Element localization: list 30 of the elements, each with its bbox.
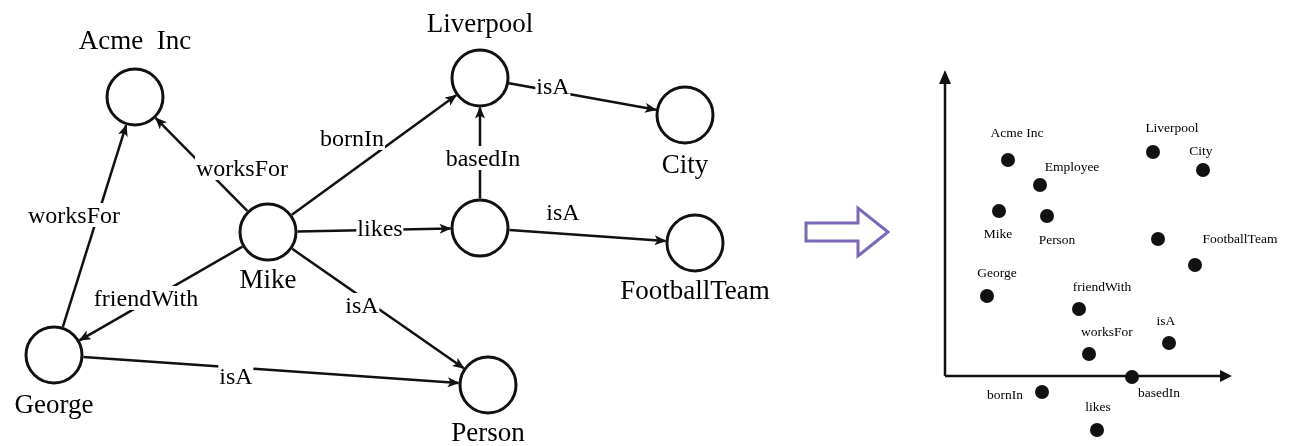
node-label: FootballTeam — [620, 277, 770, 304]
point-label: George — [977, 266, 1017, 280]
edge-label: worksFor — [27, 203, 121, 227]
node-label: City — [661, 151, 709, 178]
edge-label: friendWith — [92, 286, 200, 310]
point-label: worksFor — [1081, 325, 1133, 339]
node-label: Mike — [239, 266, 297, 293]
point-label: FootballTeam — [1202, 232, 1278, 246]
arrow — [509, 228, 667, 246]
point-label: Liverpool — [1145, 121, 1199, 135]
point-label: Mike — [983, 227, 1013, 241]
point-label: Person — [1038, 233, 1076, 247]
point-label: Employee — [1044, 160, 1100, 174]
node-label: George — [14, 391, 94, 418]
node-label: Acme Inc — [78, 27, 192, 54]
arrow — [61, 124, 128, 328]
edge-label: worksFor — [195, 156, 289, 180]
point-label: Acme Inc — [990, 126, 1044, 140]
edge-label: basedIn — [444, 146, 522, 170]
arrow — [291, 247, 465, 370]
arrow — [83, 355, 460, 388]
point-label: likes — [1085, 400, 1111, 414]
node-label: Liverpool — [426, 10, 534, 37]
point-label: basedIn — [1138, 386, 1180, 400]
point-label: bornIn — [987, 388, 1023, 402]
point-label: isA — [1156, 314, 1176, 328]
arrow — [291, 94, 457, 216]
point-label: City — [1189, 144, 1213, 158]
node-label: Person — [451, 419, 525, 446]
point-label: friendWith — [1072, 280, 1132, 294]
